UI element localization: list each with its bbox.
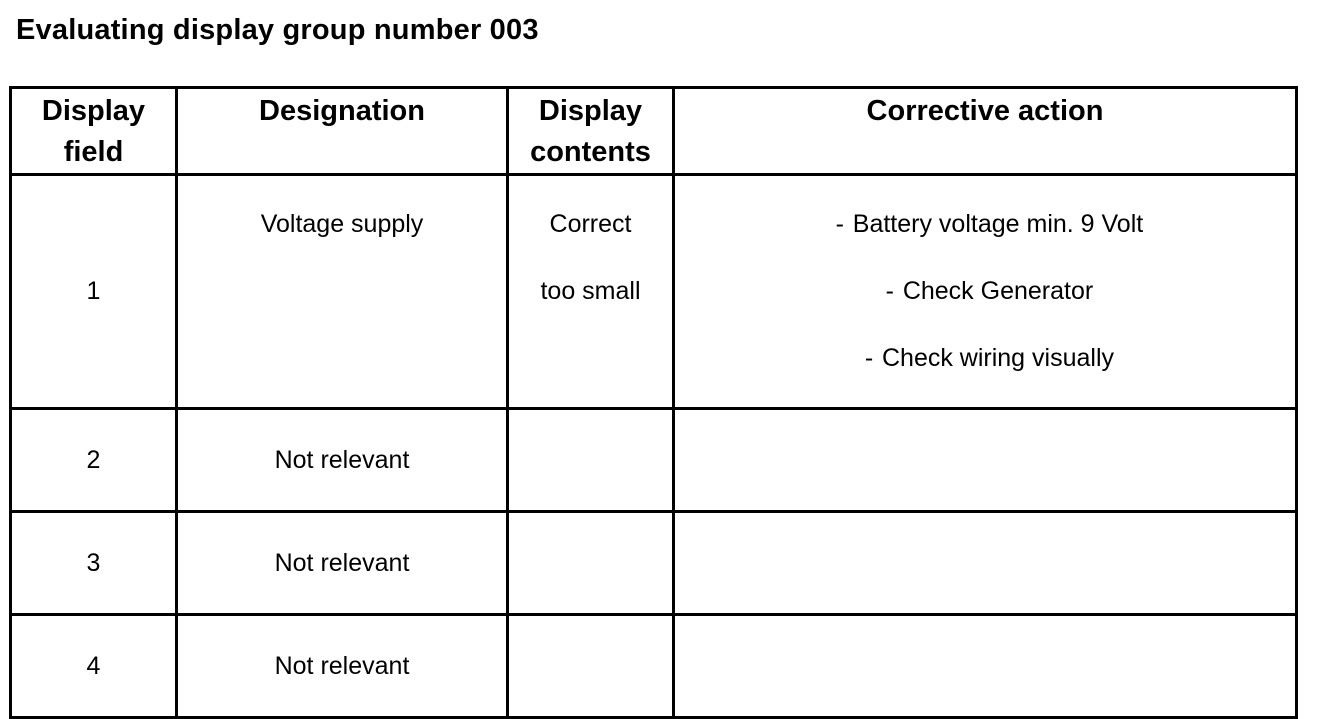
table-row: 2 Not relevant — [9, 407, 1298, 513]
display-contents-cell — [506, 407, 675, 513]
header-display-field: Display field — [9, 86, 178, 176]
corrective-action-cell: -Battery voltage min. 9 Volt -Check Gene… — [672, 173, 1298, 410]
page-title: Evaluating display group number 003 — [16, 14, 539, 46]
header-corrective-action: Corrective action — [672, 86, 1298, 176]
table-row: 3 Not relevant — [9, 510, 1298, 616]
display-contents-item: too small — [540, 277, 641, 305]
dash-bullet: - — [864, 344, 874, 372]
corrective-action-cell — [672, 510, 1298, 616]
corrective-action-cell — [672, 613, 1298, 719]
dash-bullet: - — [885, 277, 894, 305]
display-contents-cell: Correct too small — [506, 173, 675, 410]
header-designation: Designation — [175, 86, 509, 176]
header-display-contents-line1: Display — [538, 95, 643, 127]
corrective-action-text: Battery voltage min. 9 Volt — [852, 210, 1144, 238]
table-row: 1 Voltage supply Correct too small -Batt… — [9, 173, 1298, 410]
corrective-action-cell — [672, 407, 1298, 513]
corrective-action-text: Check Generator — [902, 277, 1094, 305]
corrective-action-item: -Check wiring visually — [675, 340, 1295, 407]
display-contents-item: Correct — [549, 210, 632, 238]
header-display-field-line2: field — [63, 136, 124, 168]
corrective-action-text: Check wiring visually — [881, 344, 1115, 372]
dash-bullet: - — [835, 210, 844, 238]
display-field-cell: 2 — [9, 407, 178, 513]
corrective-action-item: -Battery voltage min. 9 Volt — [675, 206, 1295, 273]
corrective-action-item: -Check Generator — [675, 273, 1295, 340]
designation-cell: Not relevant — [175, 407, 509, 513]
designation-cell: Not relevant — [175, 510, 509, 616]
display-contents-cell — [506, 510, 675, 616]
table-row: 4 Not relevant — [9, 613, 1298, 719]
display-contents-cell — [506, 613, 675, 719]
evaluation-table: Display field Designation Display conten… — [9, 86, 1298, 719]
display-field-cell: 1 — [9, 173, 178, 410]
designation-cell: Voltage supply — [175, 173, 509, 410]
header-display-field-line1: Display — [41, 95, 146, 127]
display-field-cell: 3 — [9, 510, 178, 616]
header-row: Display field Designation Display conten… — [9, 86, 1298, 176]
header-display-contents: Display contents — [506, 86, 675, 176]
display-field-cell: 4 — [9, 613, 178, 719]
header-display-contents-line2: contents — [530, 136, 651, 168]
designation-cell: Not relevant — [175, 613, 509, 719]
designation-text: Voltage supply — [260, 210, 424, 238]
